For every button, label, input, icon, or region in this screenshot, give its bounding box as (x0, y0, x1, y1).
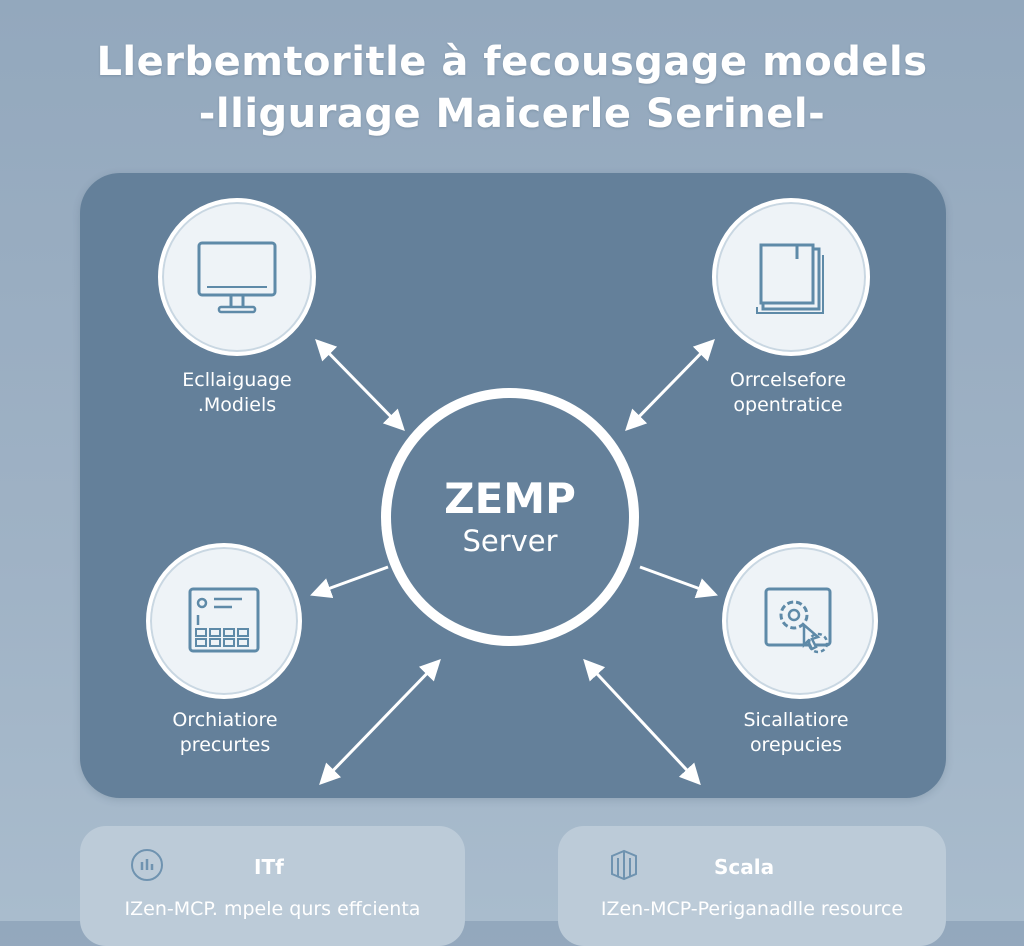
arrow-center-top-left (315, 338, 405, 432)
card-text-itf: IZen-MCP. mpele qurs effcienta (124, 898, 421, 920)
node-label-language-models: Ecllaiguage .Modiels (182, 369, 292, 416)
card-itf: ITf IZen-MCP. mpele qurs effcienta (80, 826, 465, 946)
gear-cursor-icon (760, 581, 840, 661)
chart-bars-icon (130, 848, 164, 886)
cube-icon (606, 848, 642, 886)
card-title-scala: Scala (714, 855, 775, 879)
arrow-center-top-right (625, 338, 715, 432)
title-line-1: Llerbemtoritle à fecousgage models (96, 39, 928, 85)
node-label-scalability: Sicallatiore orepucies (743, 709, 849, 756)
card-scala: Scala IZen-MCP-Periganadlle resource (558, 826, 946, 946)
card-title-itf: ITf (254, 855, 284, 879)
document-stack-icon (749, 235, 833, 319)
connector-arrows (310, 338, 718, 786)
monitor-icon (195, 235, 279, 319)
node-orchestration (146, 543, 302, 699)
title-line-2: -lligurage Maicerle Serinel- (198, 91, 826, 137)
control-panel-icon (184, 581, 264, 661)
node-label-resource-operations: Orrcelsefore opentratice (729, 369, 847, 416)
node-resource-operations (712, 198, 870, 356)
node-label-orchestration: Orchiatiore precurtes (172, 709, 278, 756)
node-language-models (158, 198, 316, 356)
card-text-scala: IZen-MCP-Periganadlle resource (600, 898, 904, 920)
arrow-center-mid-left (310, 565, 389, 599)
page-title: Llerbemtoritle à fecousgage models -llig… (0, 36, 1024, 140)
center-hub: ZEMP Server (381, 388, 639, 646)
arrow-center-mid-right (639, 565, 718, 599)
hub-subtitle: Server (462, 524, 558, 558)
node-scalability (722, 543, 878, 699)
arrow-center-bottom-right (583, 658, 701, 786)
arrow-center-bottom-left (319, 658, 441, 786)
hub-title: ZEMP (444, 474, 576, 523)
